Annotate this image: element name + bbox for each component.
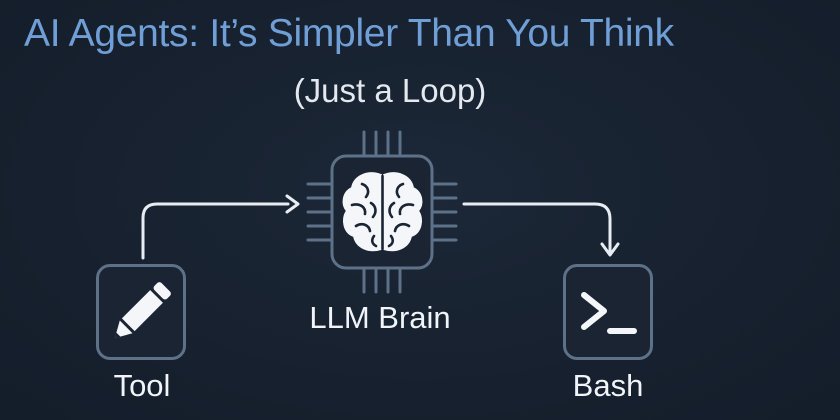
brain-label: LLM Brain — [309, 300, 451, 335]
pencil-icon — [114, 282, 171, 339]
arrow-brain-to-bash — [462, 202, 612, 254]
tool-label: Tool — [113, 368, 171, 403]
bash-label: Bash — [572, 368, 644, 403]
arrowhead-tool-to-brain — [285, 194, 300, 214]
arrow-tool-to-brain — [141, 202, 290, 260]
brain-shape — [342, 172, 423, 252]
diagram-subtitle: (Just a Loop) — [293, 72, 487, 109]
terminal-prompt-icon — [581, 292, 637, 334]
diagram-title: AI Agents: It’s Simpler Than You Think — [24, 12, 674, 55]
tool-node — [96, 264, 186, 360]
chip-pins — [306, 130, 458, 294]
bash-node — [563, 264, 653, 360]
arrowhead-brain-to-bash — [600, 242, 620, 257]
